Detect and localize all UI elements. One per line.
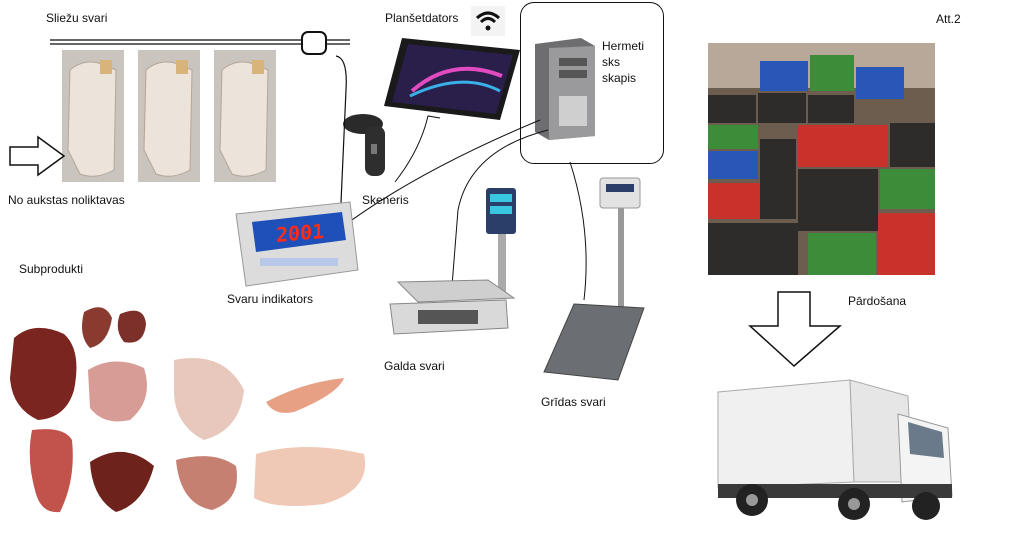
floor-scale xyxy=(543,177,645,381)
cable-scanner xyxy=(394,115,441,183)
byproducts-label: Subprodukti xyxy=(19,262,84,276)
tail xyxy=(266,378,344,413)
floor-scale-label: Grīdas svari xyxy=(541,395,606,409)
carcass-2 xyxy=(138,50,200,182)
tongue xyxy=(29,429,73,513)
crates-photo xyxy=(708,43,935,275)
weight-indicator xyxy=(235,201,359,287)
scanner-label: Skeneris xyxy=(362,193,409,207)
indicator-display: 2001 xyxy=(276,218,325,248)
lungs xyxy=(88,361,147,422)
table-scale xyxy=(389,188,516,335)
carcass-1 xyxy=(62,50,124,182)
arrow-down-outline-icon xyxy=(748,291,842,368)
arrow-right-outline-icon xyxy=(9,135,66,177)
table-scale-label: Galda svari xyxy=(384,359,445,373)
indicator-label: Svaru indikators xyxy=(227,292,314,306)
rail-line xyxy=(50,31,350,55)
carcasses xyxy=(62,50,276,182)
kidney-2 xyxy=(117,310,146,343)
wifi-icon xyxy=(471,6,505,36)
figure-label: Att.2 xyxy=(936,12,961,26)
tablet-label: Planšetdators xyxy=(385,11,459,25)
cable-rail xyxy=(335,55,347,226)
cabinet-frame xyxy=(520,2,664,164)
rail-scale-label: Sliežu svari xyxy=(46,11,108,25)
liver xyxy=(10,327,77,420)
cold-store-label: No aukstas noliktavas xyxy=(8,193,125,207)
heart xyxy=(90,451,154,512)
computer-cabinet xyxy=(535,38,595,140)
sale-label: Pārdošana xyxy=(848,294,907,308)
byproducts-images xyxy=(10,307,366,513)
scanner xyxy=(343,114,385,176)
cable-table-scale xyxy=(451,129,549,287)
pork-head xyxy=(174,358,244,440)
meat-cut xyxy=(176,456,237,510)
cabinet-label: Hermeti sks skapis xyxy=(602,39,645,85)
cable-floor-scale xyxy=(569,161,587,301)
cable-indicator xyxy=(344,119,541,226)
carcass-3 xyxy=(214,50,276,182)
truck xyxy=(717,379,953,520)
kidney-1 xyxy=(82,307,112,348)
trotters xyxy=(254,447,366,506)
rail-load-cell xyxy=(301,31,327,55)
tablet xyxy=(384,38,520,120)
